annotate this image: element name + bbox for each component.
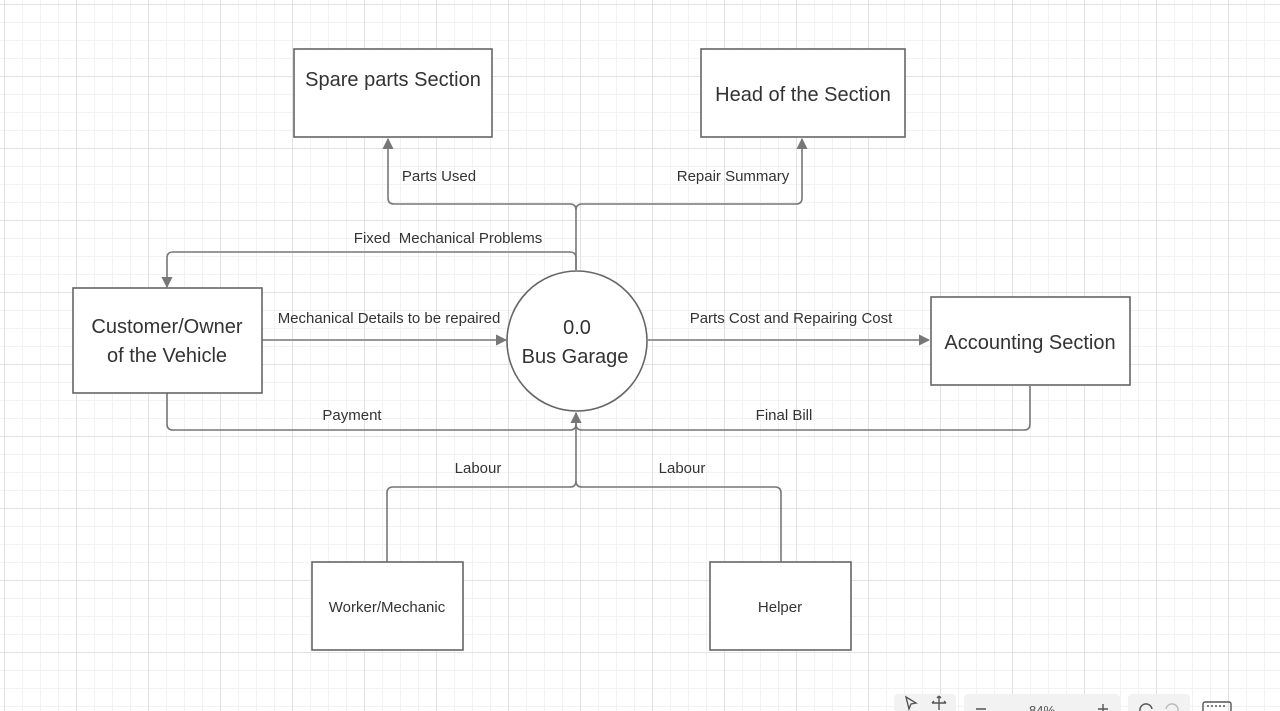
history-group xyxy=(1128,694,1190,711)
flow-fixed-mechanical-problems[interactable] xyxy=(161,251,577,289)
entity-accounting-label: Accounting Section xyxy=(944,332,1115,354)
undo-icon[interactable] xyxy=(1136,694,1154,711)
zoom-in-icon[interactable] xyxy=(1094,694,1112,711)
label-fixed-mechanical-problems: Fixed Mechanical Problems xyxy=(354,230,542,247)
entity-helper-label: Helper xyxy=(758,599,802,616)
entity-accounting[interactable]: Accounting Section xyxy=(930,296,1131,386)
zoom-group: 84% xyxy=(964,694,1120,711)
entity-helper[interactable]: Helper xyxy=(709,561,852,651)
flow-repair-summary[interactable] xyxy=(575,137,808,211)
keyboard-group xyxy=(1198,694,1236,711)
entity-worker[interactable]: Worker/Mechanic xyxy=(311,561,464,651)
label-parts-cost: Parts Cost and Repairing Cost xyxy=(690,310,893,327)
entity-customer-label-line2: of the Vehicle xyxy=(107,345,227,367)
zoom-level[interactable]: 84% xyxy=(1028,703,1056,711)
entity-spare-parts[interactable]: Spare parts Section xyxy=(293,48,493,138)
redo-icon[interactable] xyxy=(1164,694,1182,711)
entity-customer[interactable]: Customer/Owner of the Vehicle xyxy=(72,287,263,394)
label-repair-summary: Repair Summary xyxy=(677,168,790,185)
flow-labour-worker[interactable] xyxy=(386,413,577,562)
label-payment: Payment xyxy=(322,407,382,424)
label-parts-used: Parts Used xyxy=(402,168,476,185)
zoom-out-icon[interactable] xyxy=(972,694,990,711)
entity-head-of-section-label: Head of the Section xyxy=(715,84,891,106)
entity-spare-parts-label: Spare parts Section xyxy=(305,69,481,91)
flow-labour-helper[interactable] xyxy=(575,480,782,562)
entity-worker-label: Worker/Mechanic xyxy=(329,599,446,616)
entity-customer-label-line1: Customer/Owner xyxy=(91,316,242,338)
process-bus-garage[interactable]: 0.0 Bus Garage xyxy=(506,270,648,412)
select-tool-icon[interactable] xyxy=(902,694,920,711)
keyboard-shortcuts-icon[interactable] xyxy=(1202,694,1232,711)
process-number: 0.0 xyxy=(563,317,591,339)
bottom-toolbar: 84% xyxy=(894,694,1280,711)
flow-parts-used[interactable] xyxy=(382,137,577,270)
label-labour-worker: Labour xyxy=(455,460,502,477)
pan-tool-icon[interactable] xyxy=(930,694,948,711)
entity-head-of-section[interactable]: Head of the Section xyxy=(700,48,906,138)
label-final-bill: Final Bill xyxy=(756,407,813,424)
process-name: Bus Garage xyxy=(522,346,629,368)
label-labour-helper: Labour xyxy=(659,460,706,477)
tool-group xyxy=(894,694,956,711)
label-mechanical-details: Mechanical Details to be repaired xyxy=(278,310,501,327)
